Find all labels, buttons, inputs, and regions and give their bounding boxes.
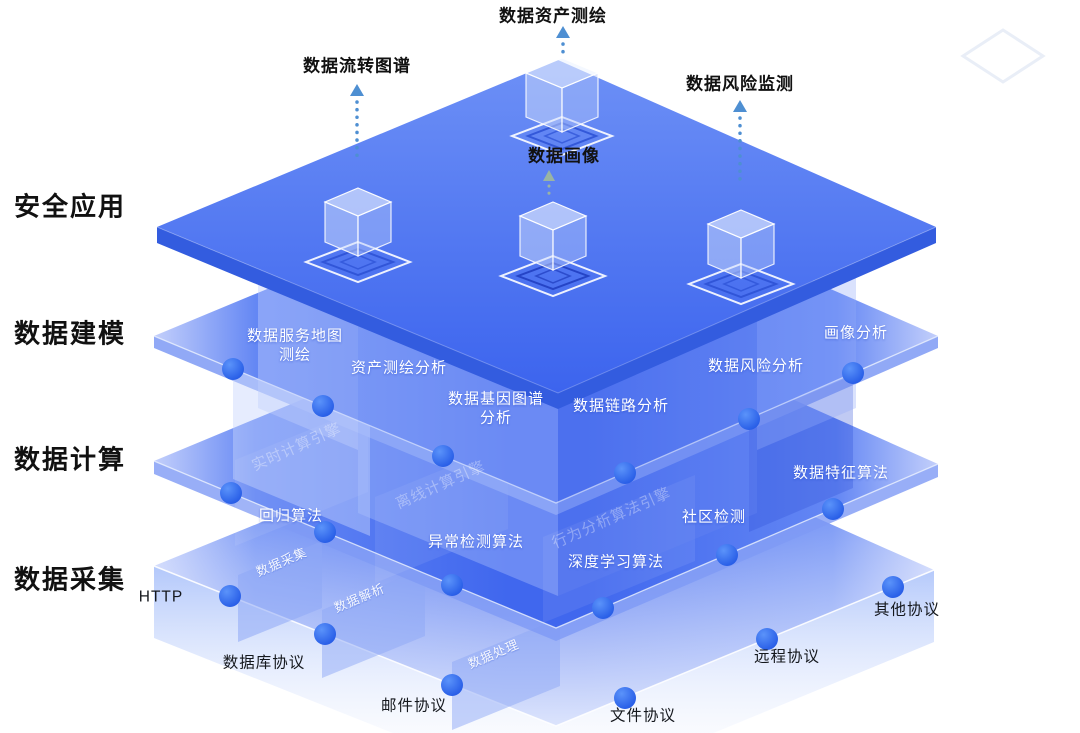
node-dot — [842, 362, 864, 384]
node-dots — [219, 358, 904, 709]
node-dot — [441, 674, 463, 696]
node-dot — [312, 395, 334, 417]
layer-name-data-collection: 数据采集 — [14, 564, 127, 595]
dotted-arrow-profile — [543, 170, 555, 200]
node-dot — [882, 576, 904, 598]
node-dot — [222, 358, 244, 380]
node-dot — [614, 462, 636, 484]
support-wall — [749, 375, 853, 532]
security-side-left — [157, 227, 558, 409]
pedestal-inner — [703, 269, 779, 299]
cube-data-profile — [498, 201, 608, 298]
node-dot — [822, 498, 844, 520]
collection-skirt-right — [556, 570, 934, 733]
node-dot — [738, 408, 760, 430]
pipeline-fin — [322, 568, 425, 678]
pedestal-outer — [509, 115, 615, 157]
pedestal-inner — [320, 247, 396, 277]
node-dot — [220, 482, 242, 504]
pedestal-inner — [525, 121, 599, 151]
cube-data-flow-graph — [303, 187, 413, 284]
pedestal-outer — [303, 240, 413, 284]
support-wall — [233, 369, 370, 536]
node-dot — [314, 623, 336, 645]
layer-name-data-computing: 数据计算 — [14, 444, 127, 475]
layer-name-security-app: 安全应用 — [14, 191, 127, 222]
pipeline-fins — [238, 541, 560, 730]
pipeline-fin — [238, 541, 322, 642]
engine-fin — [235, 406, 368, 546]
arrowhead-icon — [733, 100, 747, 112]
edge-highlight-line — [153, 460, 939, 629]
support-wall — [757, 268, 856, 450]
pedestal-notch — [339, 254, 377, 270]
cube-data-risk-monitor — [686, 209, 796, 306]
engine-fin — [543, 475, 695, 623]
arrowhead-icon — [556, 26, 570, 38]
node-dot — [614, 687, 636, 709]
node-dot — [716, 544, 738, 566]
arrowhead-icon — [350, 84, 364, 96]
decor-diamond-outline — [960, 28, 1046, 84]
modeling-side-left — [154, 336, 556, 515]
node-dot — [219, 585, 241, 607]
dotted-arrow-risk — [733, 100, 747, 188]
pipeline-fin — [452, 618, 560, 730]
pedestal-notch — [722, 276, 760, 292]
edge-highlight-line — [153, 335, 939, 504]
edge-highlight-line — [156, 226, 937, 394]
node-dot — [592, 597, 614, 619]
node-dot — [314, 521, 336, 543]
arrowhead-icon — [543, 170, 555, 181]
security-side-right — [558, 227, 936, 409]
pedestal-outer — [686, 262, 796, 306]
dotted-arrow-flow — [350, 84, 364, 164]
pedestal-notch — [534, 268, 572, 284]
pedestal-outer — [498, 254, 608, 298]
node-dot — [432, 445, 454, 467]
node-dot — [441, 574, 463, 596]
node-dot — [756, 628, 778, 650]
computing-side-left — [154, 461, 556, 641]
cube-data-asset-mapping — [509, 57, 615, 157]
dotted-arrow-asset — [556, 26, 570, 57]
pedestal-inner — [515, 261, 591, 291]
pedestal-notch — [543, 128, 581, 144]
layer-name-data-modeling: 数据建模 — [14, 318, 127, 349]
